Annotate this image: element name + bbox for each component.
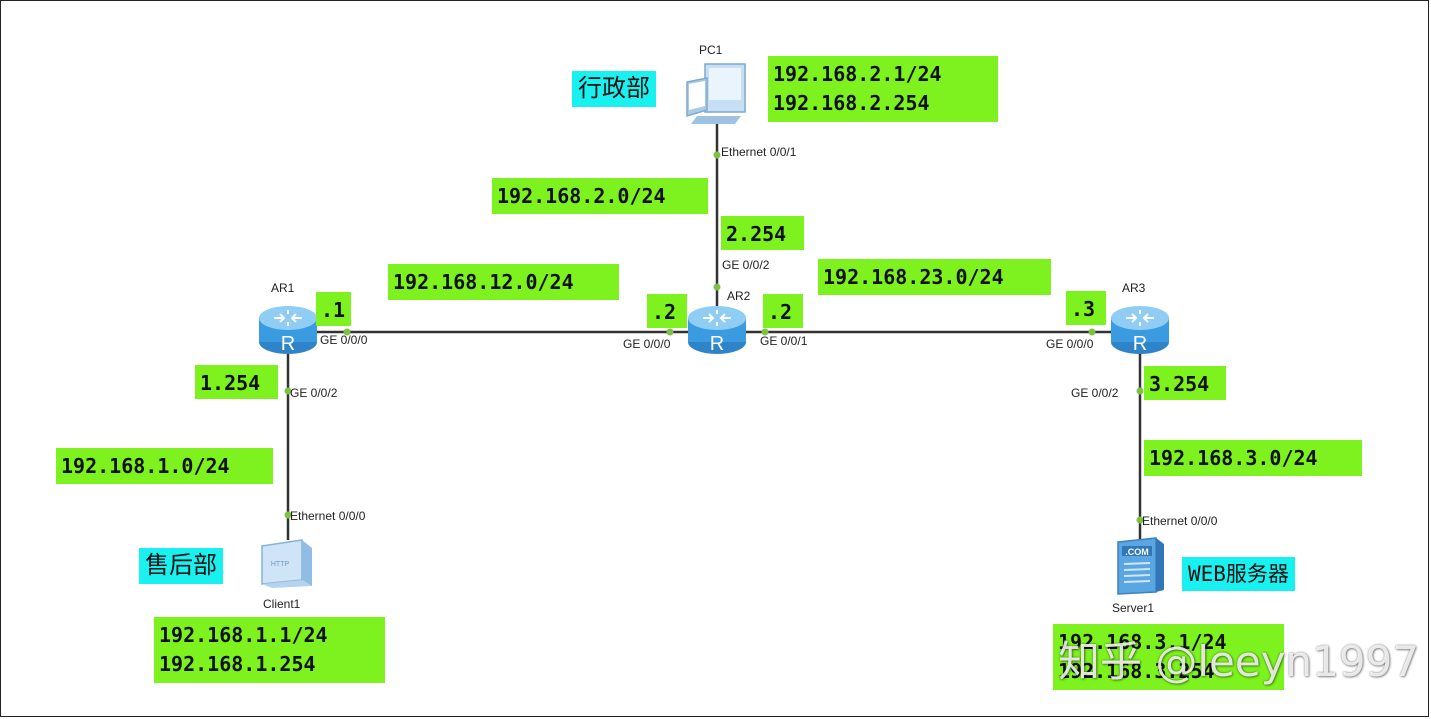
port-dot bbox=[761, 328, 769, 336]
port-dot bbox=[1136, 516, 1144, 524]
port-dot bbox=[284, 387, 292, 395]
device-label-ar3: AR3 bbox=[1122, 281, 1146, 295]
port-dot bbox=[1088, 328, 1096, 336]
server1-gateway: 192.168.3.254 bbox=[1058, 659, 1215, 683]
svg-text:R: R bbox=[710, 333, 724, 355]
device-label-pc1: PC1 bbox=[699, 43, 723, 57]
port-dot bbox=[713, 151, 721, 159]
server1-address-box: 192.168.3.1/24 192.168.3.254 bbox=[1053, 624, 1284, 690]
ar1-g0-address: .1 bbox=[316, 292, 351, 326]
department-label-after-sales: 售后部 bbox=[139, 548, 223, 584]
svg-text:HTTP: HTTP bbox=[271, 561, 290, 568]
network-label-1: 192.168.1.0/24 bbox=[56, 448, 273, 484]
watermark: 知乎 @leeyn1997 bbox=[1058, 637, 1420, 686]
port-label: GE 0/0/0 bbox=[1046, 337, 1094, 351]
client-icon: HTTP bbox=[261, 539, 312, 588]
client1-gateway: 192.168.1.254 bbox=[159, 652, 316, 676]
server1-ip: 192.168.3.1/24 bbox=[1058, 630, 1227, 654]
svg-text:R: R bbox=[1133, 333, 1147, 355]
port-label: GE 0/0/0 bbox=[320, 333, 368, 347]
ar1-g2-address: 1.254 bbox=[195, 365, 278, 399]
port-label: GE 0/0/2 bbox=[722, 258, 770, 272]
client1-address-box: 192.168.1.1/24 192.168.1.254 bbox=[154, 617, 385, 683]
port-dot bbox=[1136, 387, 1144, 395]
port-label: Ethernet 0/0/1 bbox=[721, 145, 797, 159]
svg-text:.COM: .COM bbox=[1125, 547, 1149, 557]
svg-text:R: R bbox=[281, 333, 295, 355]
port-label: GE 0/0/2 bbox=[290, 386, 338, 400]
device-label-ar1: AR1 bbox=[271, 281, 295, 295]
port-label: GE 0/0/0 bbox=[623, 337, 671, 351]
port-dot bbox=[284, 511, 292, 519]
server-icon: .COM bbox=[1117, 537, 1164, 595]
port-dot bbox=[343, 328, 351, 336]
department-label-web: WEB服务器 bbox=[1182, 557, 1295, 591]
ar2-g1-address: .2 bbox=[763, 294, 803, 328]
router-icon-ar2: R bbox=[688, 306, 746, 355]
port-dot bbox=[666, 328, 674, 336]
port-label: GE 0/0/2 bbox=[1071, 386, 1119, 400]
network-label-3: 192.168.3.0/24 bbox=[1144, 440, 1362, 476]
device-label-ar2: AR2 bbox=[727, 289, 751, 303]
port-label: Ethernet 0/0/0 bbox=[290, 509, 366, 523]
network-label-23: 192.168.23.0/24 bbox=[818, 259, 1051, 295]
ar2-g0-address: .2 bbox=[647, 294, 687, 328]
router-icon-ar1: R bbox=[259, 306, 317, 355]
router-icon-ar3: R bbox=[1111, 306, 1169, 355]
network-label-12: 192.168.12.0/24 bbox=[388, 264, 619, 300]
client1-ip: 192.168.1.1/24 bbox=[159, 623, 328, 647]
network-label-2: 192.168.2.0/24 bbox=[492, 178, 708, 214]
pc1-ip: 192.168.2.1/24 bbox=[773, 62, 942, 86]
port-label: GE 0/0/1 bbox=[760, 334, 808, 348]
pc1-address-box: 192.168.2.1/24 192.168.2.254 bbox=[768, 56, 998, 122]
port-label: Ethernet 0/0/0 bbox=[1142, 514, 1218, 528]
ar2-g2-address: 2.254 bbox=[721, 216, 804, 250]
pc-icon bbox=[686, 63, 746, 124]
pc1-gateway: 192.168.2.254 bbox=[773, 91, 930, 115]
device-label-server1: Server1 bbox=[1112, 601, 1155, 615]
ar3-g2-address: 3.254 bbox=[1144, 366, 1226, 400]
department-label-admin: 行政部 bbox=[572, 71, 656, 107]
port-dot bbox=[713, 283, 721, 291]
ar3-g0-address: .3 bbox=[1066, 291, 1106, 325]
device-label-client1: Client1 bbox=[263, 597, 301, 611]
